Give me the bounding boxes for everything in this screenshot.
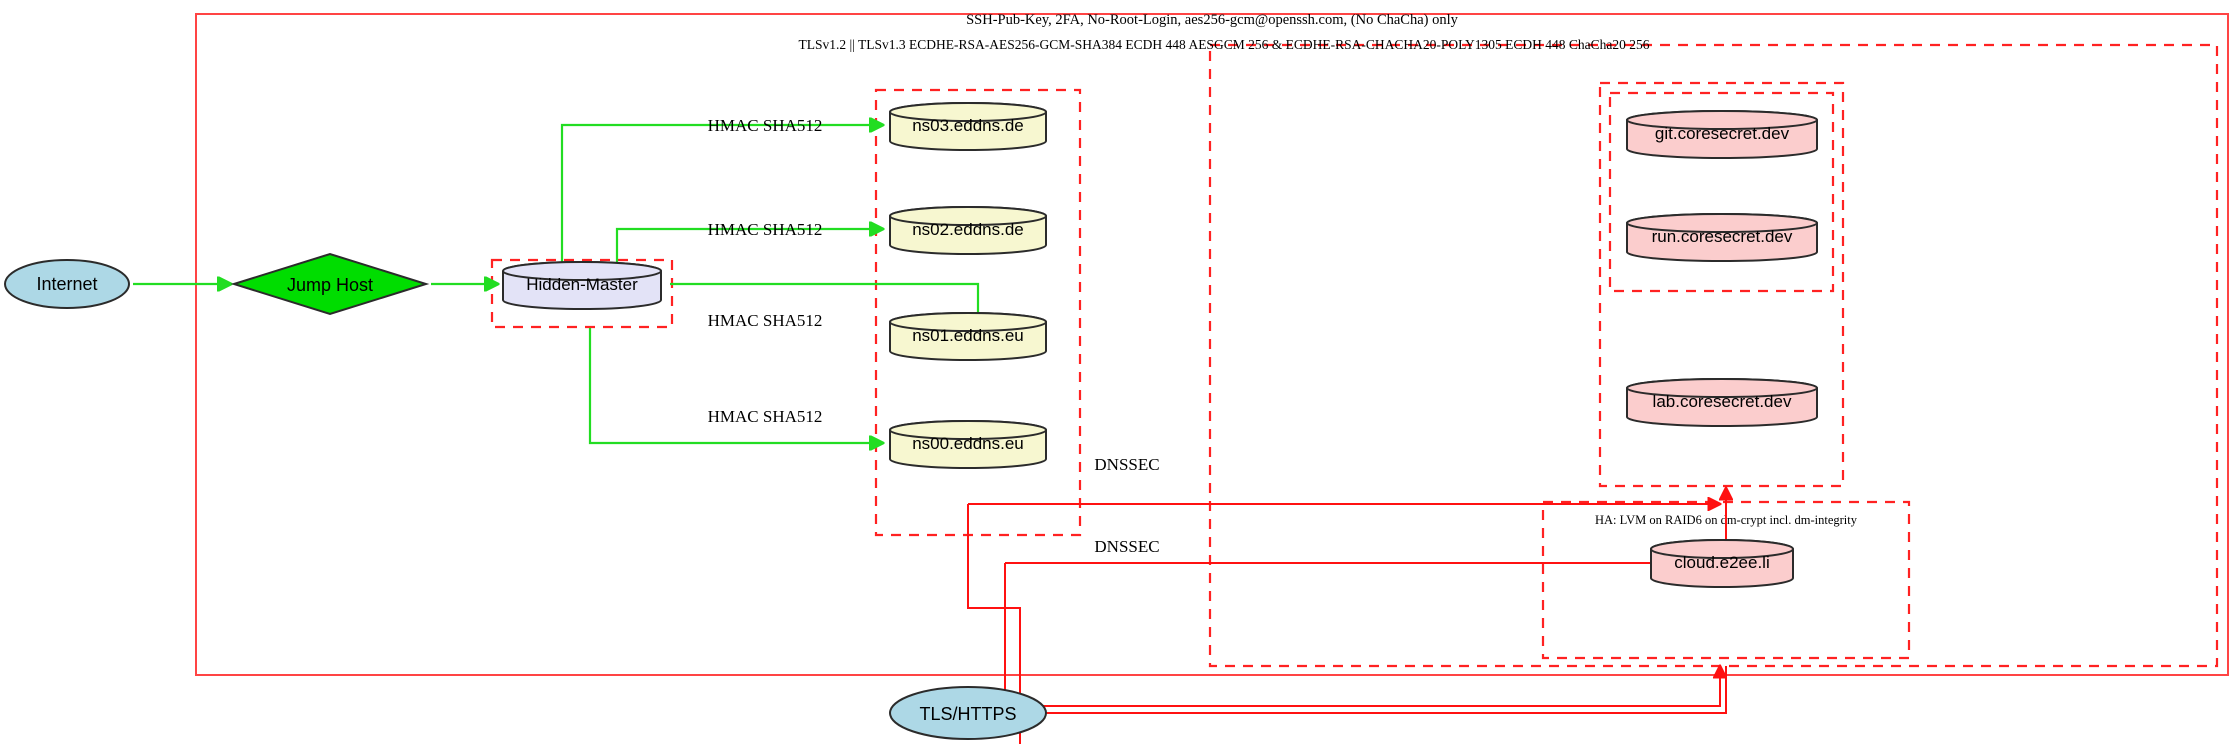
node-lab-coresecret[interactable]: lab.coresecret.dev	[1626, 378, 1818, 427]
node-ns02[interactable]: ns02.eddns.de	[889, 206, 1047, 255]
edge-label-dnssec-lower: DNSSEC	[1094, 537, 1159, 556]
node-hidden-master-label: Hidden-Master	[526, 275, 638, 294]
node-internet[interactable]: Internet	[4, 259, 130, 309]
edge-dnssec-upper	[967, 504, 1021, 744]
edge-hiddenmaster-to-ns03	[560, 125, 883, 262]
edge-label-hmac-ns03: HMAC SHA512	[708, 116, 823, 135]
node-jump-host-label: Jump Host	[287, 275, 373, 295]
edge-label-hmac-ns01: HMAC SHA512	[708, 311, 823, 330]
node-cloud-e2ee-label: cloud.e2ee.li	[1674, 553, 1769, 572]
edge-label-hmac-ns02: HMAC SHA512	[708, 220, 823, 239]
node-lab-coresecret-label: lab.coresecret.dev	[1653, 392, 1792, 411]
edge-hiddenmaster-to-ns00	[588, 328, 883, 443]
node-hidden-master[interactable]: Hidden-Master	[502, 261, 662, 310]
cluster-git-run-inner	[1608, 91, 1835, 293]
node-run-coresecret-label: run.coresecret.dev	[1652, 227, 1793, 246]
edge-hiddenmaster-to-ns02	[615, 229, 883, 262]
node-ns03-label: ns03.eddns.de	[912, 116, 1024, 135]
node-run-coresecret[interactable]: run.coresecret.dev	[1626, 213, 1818, 262]
node-cloud-e2ee[interactable]: cloud.e2ee.li	[1650, 539, 1794, 588]
node-jump-host[interactable]: Jump Host	[230, 252, 430, 316]
edge-label-dnssec-upper: DNSSEC	[1094, 455, 1159, 474]
node-tls-https-label: TLS/HTTPS	[919, 704, 1016, 724]
cluster-hidden-master	[490, 258, 674, 329]
node-ns01[interactable]: ns01.eddns.eu	[889, 312, 1047, 361]
node-ns00-label: ns00.eddns.eu	[912, 434, 1024, 453]
node-git-coresecret-label: git.coresecret.dev	[1655, 124, 1790, 143]
cluster-ssh-outer	[195, 13, 2229, 676]
edge-tlshttps-to-right	[1046, 666, 1727, 714]
edge-label-hmac-ns00: HMAC SHA512	[708, 407, 823, 426]
node-git-coresecret[interactable]: git.coresecret.dev	[1626, 110, 1818, 159]
node-ns02-label: ns02.eddns.de	[912, 220, 1024, 239]
node-ns03[interactable]: ns03.eddns.de	[889, 102, 1047, 151]
node-tls-https[interactable]: TLS/HTTPS	[889, 686, 1047, 740]
node-ns01-label: ns01.eddns.eu	[912, 326, 1024, 345]
cluster-ssh-label: SSH-Pub-Key, 2FA, No-Root-Login, aes256-…	[966, 12, 1459, 28]
node-internet-label: Internet	[36, 274, 97, 294]
node-ns00[interactable]: ns00.eddns.eu	[889, 420, 1047, 469]
cluster-tls-label: TLSv1.2 || TLSv1.3 ECDHE-RSA-AES256-GCM-…	[799, 37, 1650, 52]
edge-dnssec-lower	[1004, 563, 1720, 707]
